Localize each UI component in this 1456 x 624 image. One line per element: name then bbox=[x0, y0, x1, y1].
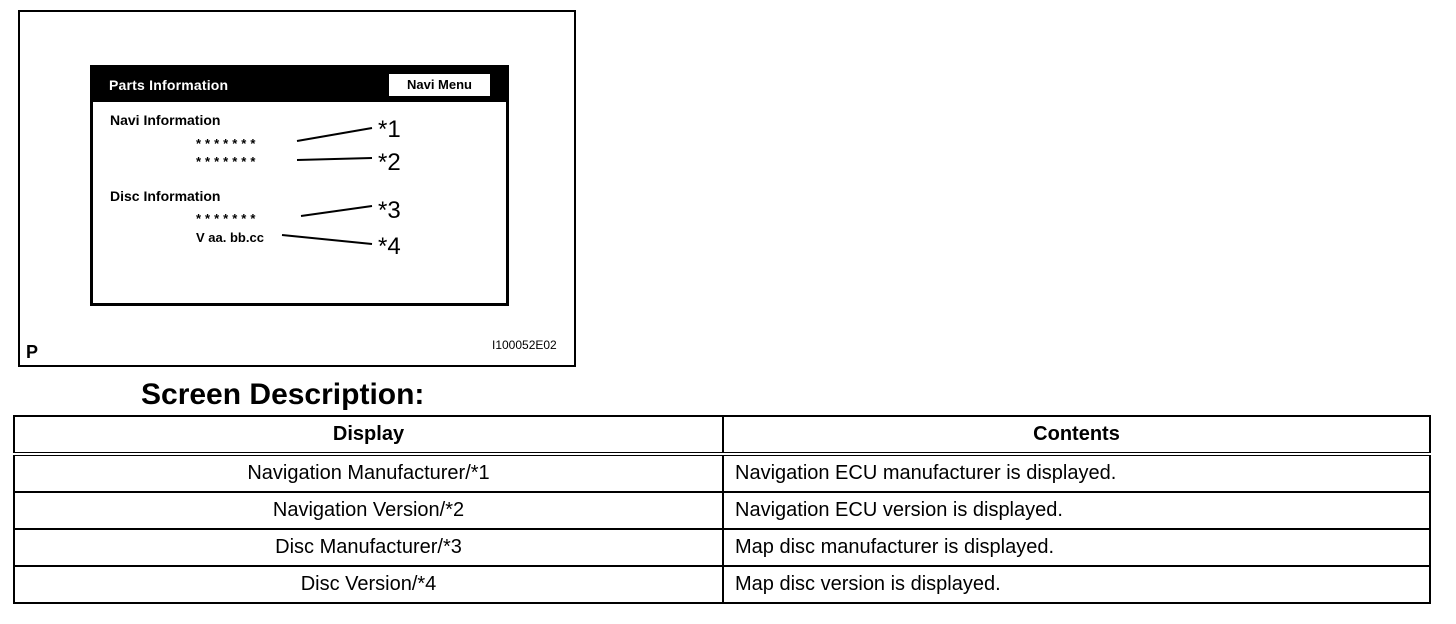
navi-menu-button[interactable]: Navi Menu bbox=[389, 74, 490, 96]
display-cell: Navigation Manufacturer/*1 bbox=[13, 453, 724, 493]
disc-manufacturer-value: ******* bbox=[196, 211, 260, 226]
illustration-frame: Parts Information Navi Menu Navi Informa… bbox=[18, 10, 576, 367]
header-contents: Contents bbox=[722, 415, 1431, 456]
navi-version-value: ******* bbox=[196, 154, 260, 169]
contents-cell: Navigation ECU version is displayed. bbox=[722, 491, 1431, 530]
contents-cell: Map disc version is displayed. bbox=[722, 565, 1431, 604]
section-title: Screen Description: bbox=[141, 378, 425, 411]
table-header-row: Display Contents bbox=[13, 415, 1431, 456]
screen-header: Parts Information Navi Menu bbox=[93, 68, 506, 102]
corner-label: P bbox=[26, 342, 39, 362]
display-cell: Navigation Version/*2 bbox=[13, 491, 724, 530]
table-row: Navigation Manufacturer/*1 Navigation EC… bbox=[13, 453, 1431, 493]
figure-id: I100052E02 bbox=[492, 338, 557, 352]
callout-1: *1 bbox=[378, 116, 401, 143]
table-row: Navigation Version/*2 Navigation ECU ver… bbox=[13, 491, 1431, 530]
navi-information-heading: Navi Information bbox=[110, 112, 221, 128]
callout-4: *4 bbox=[378, 233, 401, 260]
header-display: Display bbox=[13, 415, 724, 456]
display-cell: Disc Manufacturer/*3 bbox=[13, 528, 724, 567]
screen-description-table: Display Contents Navigation Manufacturer… bbox=[13, 415, 1431, 604]
table-row: Disc Manufacturer/*3 Map disc manufactur… bbox=[13, 528, 1431, 567]
contents-cell: Navigation ECU manufacturer is displayed… bbox=[722, 453, 1431, 493]
screen-title: Parts Information bbox=[109, 77, 229, 93]
display-cell: Disc Version/*4 bbox=[13, 565, 724, 604]
callout-3: *3 bbox=[378, 197, 401, 224]
disc-information-heading: Disc Information bbox=[110, 188, 221, 204]
contents-cell: Map disc manufacturer is displayed. bbox=[722, 528, 1431, 567]
callout-2: *2 bbox=[378, 149, 401, 176]
navi-manufacturer-value: ******* bbox=[196, 136, 260, 151]
parts-information-screen: Parts Information Navi Menu Navi Informa… bbox=[90, 65, 509, 306]
table-row: Disc Version/*4 Map disc version is disp… bbox=[13, 565, 1431, 604]
disc-version-value: V aa. bb.cc bbox=[196, 230, 264, 245]
